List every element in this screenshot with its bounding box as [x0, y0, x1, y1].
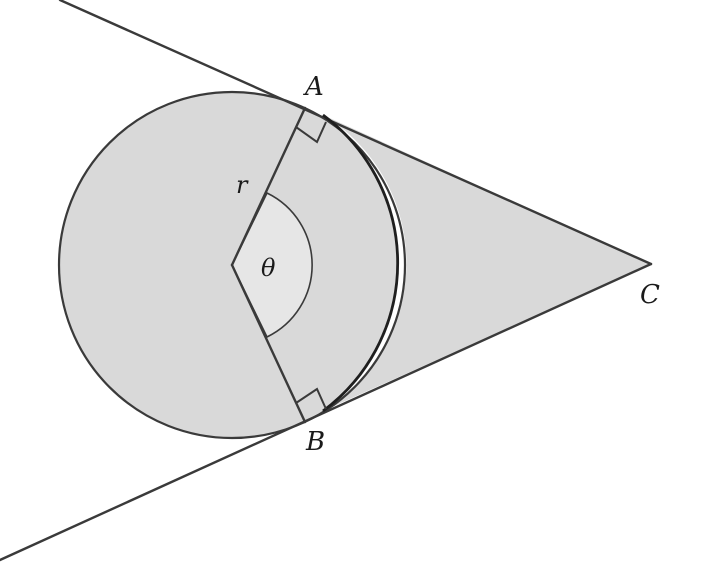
circle-outline [57, 90, 407, 440]
shaded-triangle-region [323, 115, 651, 411]
label-point-b: B [305, 427, 325, 457]
label-radius: r [236, 171, 249, 199]
angle-theta-sector [231, 191, 313, 339]
label-point-c: C [640, 280, 660, 310]
tangent-line-upper [58, 0, 653, 266]
tangent-line-lower [0, 262, 653, 562]
label-angle-theta: θ [261, 254, 276, 282]
radius-oa [230, 106, 307, 267]
radius-ob [230, 263, 307, 424]
unshaded-lens-region [323, 115, 407, 411]
right-angle-marker-b [295, 387, 327, 410]
arc-ab [322, 113, 399, 413]
label-point-a: A [303, 72, 324, 102]
right-angle-marker-a [295, 121, 327, 144]
